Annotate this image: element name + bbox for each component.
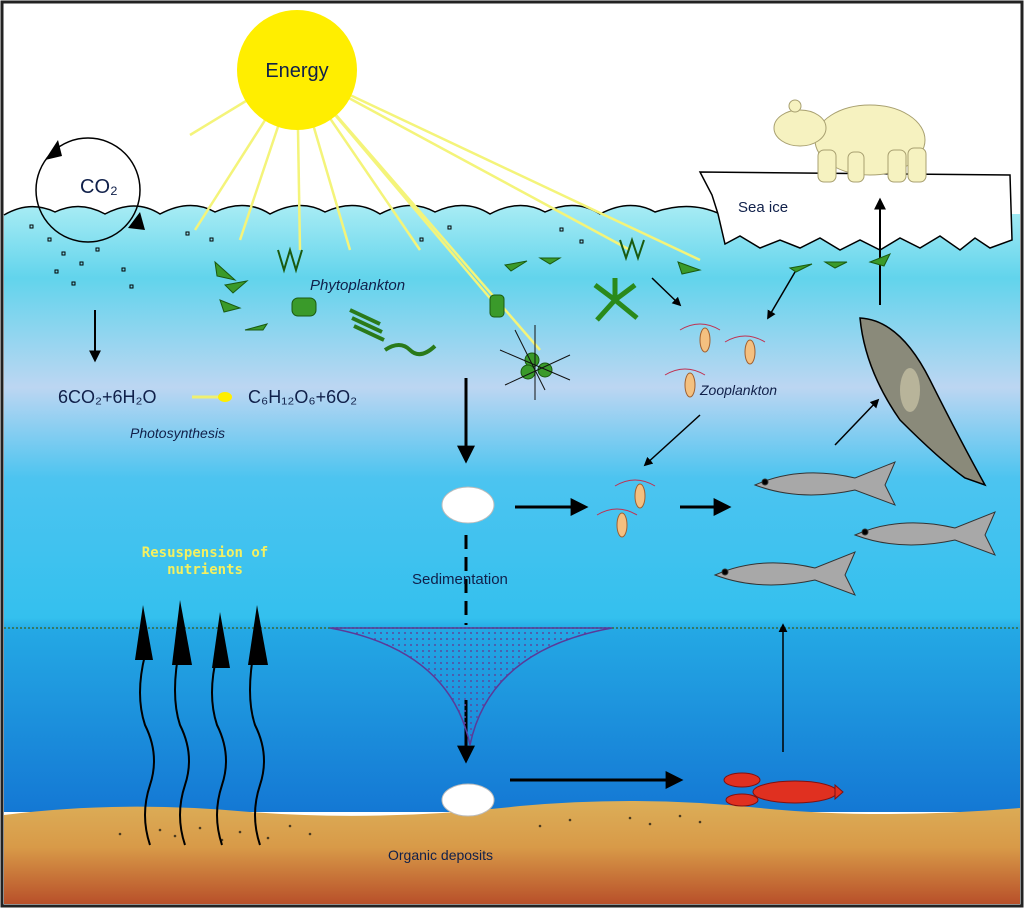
co2-cycle-arrow-icon xyxy=(128,212,145,230)
phytoplankton-label: Phytoplankton xyxy=(310,277,405,294)
co2-cycle-arrow-icon xyxy=(45,140,62,160)
sea-water xyxy=(4,205,1020,812)
sea-ice-label: Sea ice xyxy=(738,199,788,216)
seal-icon xyxy=(859,317,987,487)
sun-icon xyxy=(237,10,357,130)
reaction-arrow-icon xyxy=(192,392,232,402)
resuspension-arrows xyxy=(139,644,265,846)
organic-deposits-label: Organic deposits xyxy=(388,847,493,863)
detritus-icon xyxy=(441,486,495,817)
phytoplankton-icons xyxy=(214,236,892,400)
fish-icons xyxy=(713,461,997,596)
equation-reactants: 6CO₂+6H₂O xyxy=(58,387,157,407)
co2-bubbles xyxy=(29,224,584,289)
resuspension-arrowheads xyxy=(135,600,268,668)
sea-ice xyxy=(698,171,1013,251)
sun-label: Energy xyxy=(265,60,328,82)
photosynthesis-label: Photosynthesis xyxy=(130,425,225,441)
equation-products: C₆H₁₂O₆+6O₂ xyxy=(248,387,357,407)
sun-rays xyxy=(189,68,701,351)
sea-floor-sediment xyxy=(4,800,1020,904)
resuspension-label-line2: nutrients xyxy=(167,562,243,578)
lobster-icon xyxy=(723,772,844,807)
zooplankton-label: Zooplankton xyxy=(699,382,777,398)
sedimentation-funnel xyxy=(329,627,613,746)
co2-cycle-circle xyxy=(35,137,141,243)
resuspension-label-line1: Resuspension of xyxy=(142,545,268,561)
food-web-arrows xyxy=(643,271,880,752)
co2-label: CO₂ xyxy=(80,176,118,198)
polar-bear-icon xyxy=(773,99,927,183)
zooplankton-icons xyxy=(596,323,766,538)
sedimentation-label: Sedimentation xyxy=(412,571,508,588)
sediment-speckles xyxy=(118,814,702,842)
